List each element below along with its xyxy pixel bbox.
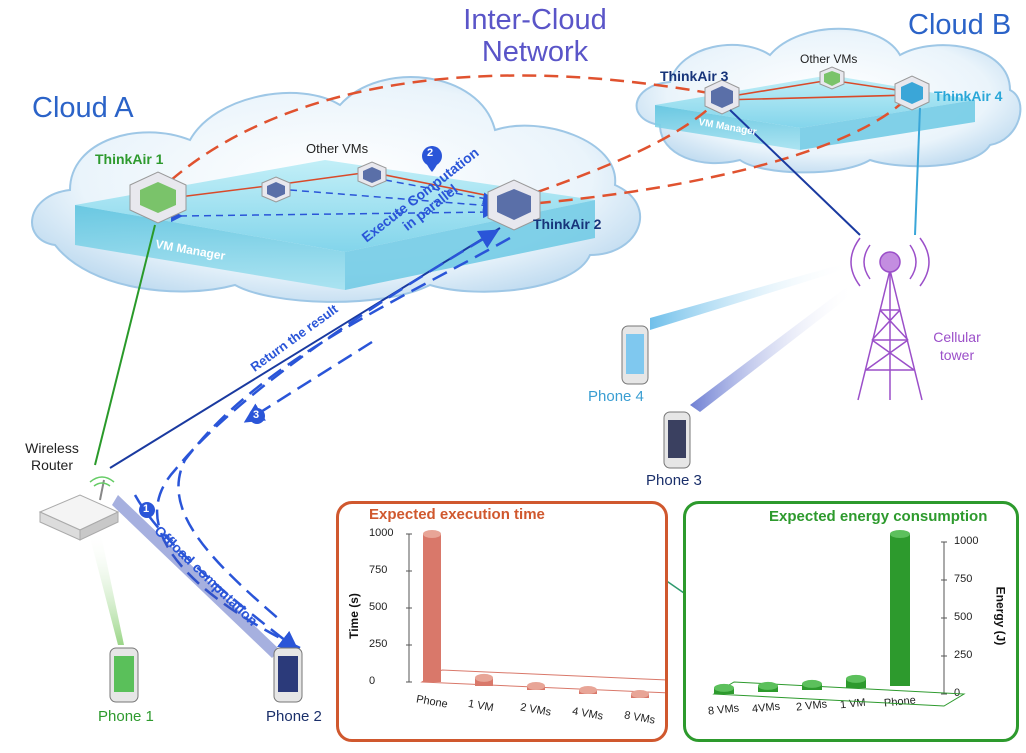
phone2-label: Phone 2 [266, 708, 322, 725]
y-tick-label: 0 [369, 675, 376, 687]
vm-thinkair2 [487, 179, 541, 231]
y-tick-label: 1000 [954, 535, 979, 547]
bar-body [846, 678, 866, 688]
step2-number: 2 [427, 147, 434, 159]
bar [714, 683, 734, 694]
beam-phone3 [690, 286, 855, 412]
y-tick-label: 750 [954, 573, 973, 585]
inter-cloud-line1: Inter-Cloud [463, 4, 607, 36]
router-link [94, 224, 156, 466]
phone4-device [621, 325, 649, 385]
phone4-label: Phone 4 [588, 388, 644, 405]
step3-badge [249, 408, 265, 424]
bar-top [423, 530, 441, 538]
cloud-a-platform [75, 160, 595, 290]
chart-floor [420, 669, 665, 694]
bar-body [423, 534, 441, 682]
bar [527, 682, 545, 690]
other-vms-b-label: Other VMs [800, 52, 858, 66]
bar-top [802, 679, 822, 688]
execution-time-title: Expected execution time [369, 506, 545, 523]
y-tick-label: 250 [369, 638, 388, 650]
bar [631, 690, 649, 698]
bar-top [631, 690, 649, 698]
bar-top [758, 681, 778, 690]
vm-thinkair4 [894, 75, 930, 111]
wireless-router [38, 476, 120, 541]
y-tick-label: 0 [954, 687, 961, 699]
phone1-device [109, 647, 139, 703]
step1-badge [139, 502, 155, 518]
inter-cloud-title: Inter-Cloud Network [455, 4, 615, 68]
execution-time-chart [406, 530, 665, 698]
bar [890, 530, 910, 686]
energy-panel: Expected energy consumption Energy (J) 1… [683, 501, 1019, 742]
cloud-a-label: Cloud A [32, 92, 134, 124]
vm-thinkair1 [129, 171, 187, 224]
y-tick-label: 1000 [369, 527, 394, 539]
phone1-label: Phone 1 [98, 708, 154, 725]
beam-phone2 [112, 495, 280, 658]
bar [846, 674, 866, 688]
bar [579, 686, 597, 694]
y-tick-label: 250 [954, 649, 973, 661]
cloud-b-label: Cloud B [908, 9, 1012, 41]
vm-thinkair3 [704, 79, 740, 115]
step2-badge [422, 146, 442, 172]
step3-number: 3 [253, 409, 260, 421]
bar [423, 530, 441, 682]
phone3-label: Phone 3 [646, 472, 702, 489]
y-tick-label: 500 [954, 611, 973, 623]
step1-number: 1 [143, 503, 150, 515]
bar-body [475, 677, 493, 686]
bar [758, 681, 778, 692]
cellular-tower [850, 237, 930, 401]
bar-top [890, 530, 910, 538]
bar [802, 679, 822, 690]
chart-floor [712, 681, 966, 707]
bar-top [579, 686, 597, 694]
vm-other-a2 [357, 161, 387, 188]
vm-other-a1 [261, 176, 291, 203]
thinkair4-label: ThinkAir 4 [934, 88, 1003, 104]
tower-link-b4 [914, 107, 921, 236]
phone2-device [273, 647, 303, 703]
energy-chart [712, 530, 966, 707]
router-label: Wireless Router [25, 440, 79, 473]
inter-cloud-line2: Network [481, 36, 589, 68]
beam-phone1 [88, 530, 124, 645]
tower-label: Cellular tower [933, 329, 981, 363]
other-vms-a-label: Other VMs [306, 141, 369, 156]
thinkair3-label: ThinkAir 3 [660, 68, 729, 84]
tower-link-b3 [729, 109, 861, 236]
bar-body [890, 534, 910, 686]
bar [475, 673, 493, 686]
y-tick-label: 500 [369, 601, 388, 613]
thinkair1-label: ThinkAir 1 [95, 151, 164, 167]
beam-phone4 [650, 262, 850, 330]
bar-top [714, 683, 734, 692]
parallel-arrows [170, 179, 495, 223]
thinkair2-label: ThinkAir 2 [533, 216, 602, 232]
bar-top [475, 673, 493, 682]
bar-top [846, 674, 866, 683]
phone3-device [663, 411, 691, 469]
energy-title: Expected energy consumption [769, 508, 988, 525]
vm-other-b [819, 66, 845, 90]
inter-cloud-links [154, 74, 911, 207]
offload-paths [133, 229, 511, 652]
bar-top [527, 682, 545, 690]
y-tick-label: 750 [369, 564, 388, 576]
